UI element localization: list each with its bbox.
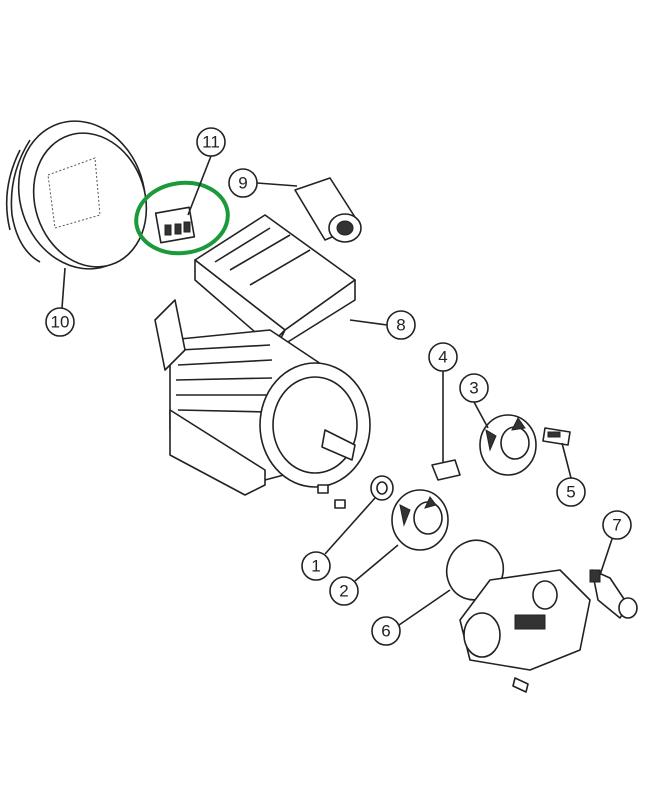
part-5-key xyxy=(542,427,571,446)
part-11-terminal-block xyxy=(154,206,196,244)
part-1-bearing xyxy=(317,475,394,509)
callout-2: 2 xyxy=(329,576,359,606)
svg-text:10: 10 xyxy=(51,313,70,332)
svg-text:9: 9 xyxy=(238,174,247,193)
svg-text:8: 8 xyxy=(396,316,405,335)
highlight-circle xyxy=(134,180,230,256)
callout-7: 7 xyxy=(602,510,632,540)
pump-housing xyxy=(459,569,591,693)
svg-text:7: 7 xyxy=(612,516,621,535)
callout-8: 8 xyxy=(386,310,416,340)
callout-6: 6 xyxy=(371,616,401,646)
svg-text:11: 11 xyxy=(202,133,220,152)
svg-text:3: 3 xyxy=(469,379,478,398)
callout-1: 1 xyxy=(301,551,331,581)
callout-4: 4 xyxy=(428,342,458,372)
part-7-valve xyxy=(589,569,638,619)
part-4-vane xyxy=(431,459,461,481)
callout-3: 3 xyxy=(459,373,489,403)
callout-10: 10 xyxy=(45,307,75,337)
part-3-rotor xyxy=(479,414,537,476)
part-10-fan-cover xyxy=(5,120,148,270)
callout-9: 9 xyxy=(228,168,258,198)
callout-11: 11 xyxy=(196,127,226,157)
svg-text:1: 1 xyxy=(311,557,320,576)
svg-text:4: 4 xyxy=(438,348,447,367)
svg-text:6: 6 xyxy=(381,622,390,641)
svg-text:2: 2 xyxy=(339,582,348,601)
part-9-capacitor xyxy=(294,177,362,243)
svg-text:5: 5 xyxy=(566,483,575,502)
leader-lines xyxy=(61,155,613,626)
motor-body xyxy=(154,299,371,496)
part-2-impeller xyxy=(391,489,449,551)
callout-5: 5 xyxy=(556,477,586,507)
